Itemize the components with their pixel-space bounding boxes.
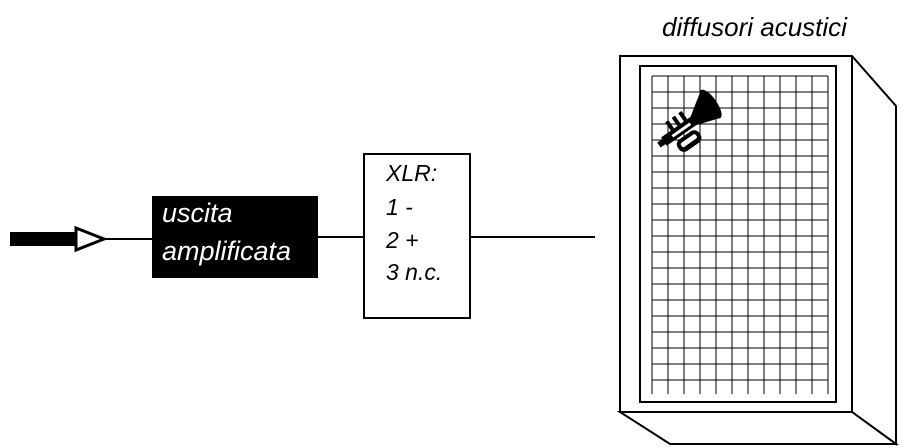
amp-label-line1: uscita xyxy=(162,198,233,228)
xlr-pin-2: 2 + xyxy=(386,227,419,253)
arrow-right-icon xyxy=(10,225,109,253)
speaker-grille-frame xyxy=(639,65,837,403)
amplified-output-box: uscita amplificata xyxy=(152,196,318,278)
xlr-label: XLR: xyxy=(386,160,438,186)
xlr-pin-3: 3 n.c. xyxy=(386,259,443,285)
xlr-box xyxy=(363,153,471,319)
speaker-title: diffusori acustici xyxy=(662,12,847,42)
xlr-pin-1: 1 - xyxy=(386,194,413,220)
trumpet-icon xyxy=(657,89,722,152)
amp-label-line2: amplificata xyxy=(162,236,292,266)
